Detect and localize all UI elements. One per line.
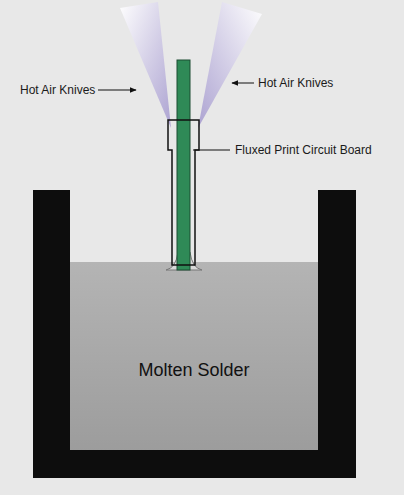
circuit-board	[177, 60, 190, 270]
part-label: Fluxed Print Circuit Board	[235, 143, 372, 157]
leader-line	[193, 150, 230, 151]
solder-bath-label: Molten Solder	[70, 330, 318, 410]
leader-line	[98, 90, 136, 91]
molten-solder	[60, 262, 328, 454]
board-fixture	[168, 120, 199, 265]
hot-air-jet	[120, 2, 171, 128]
node-text: Molten Solder	[138, 360, 249, 381]
leader-line	[232, 83, 254, 84]
hot-air-jet	[198, 2, 262, 128]
part-label: Hot Air Knives	[20, 83, 95, 97]
part-label: Hot Air Knives	[258, 76, 333, 90]
